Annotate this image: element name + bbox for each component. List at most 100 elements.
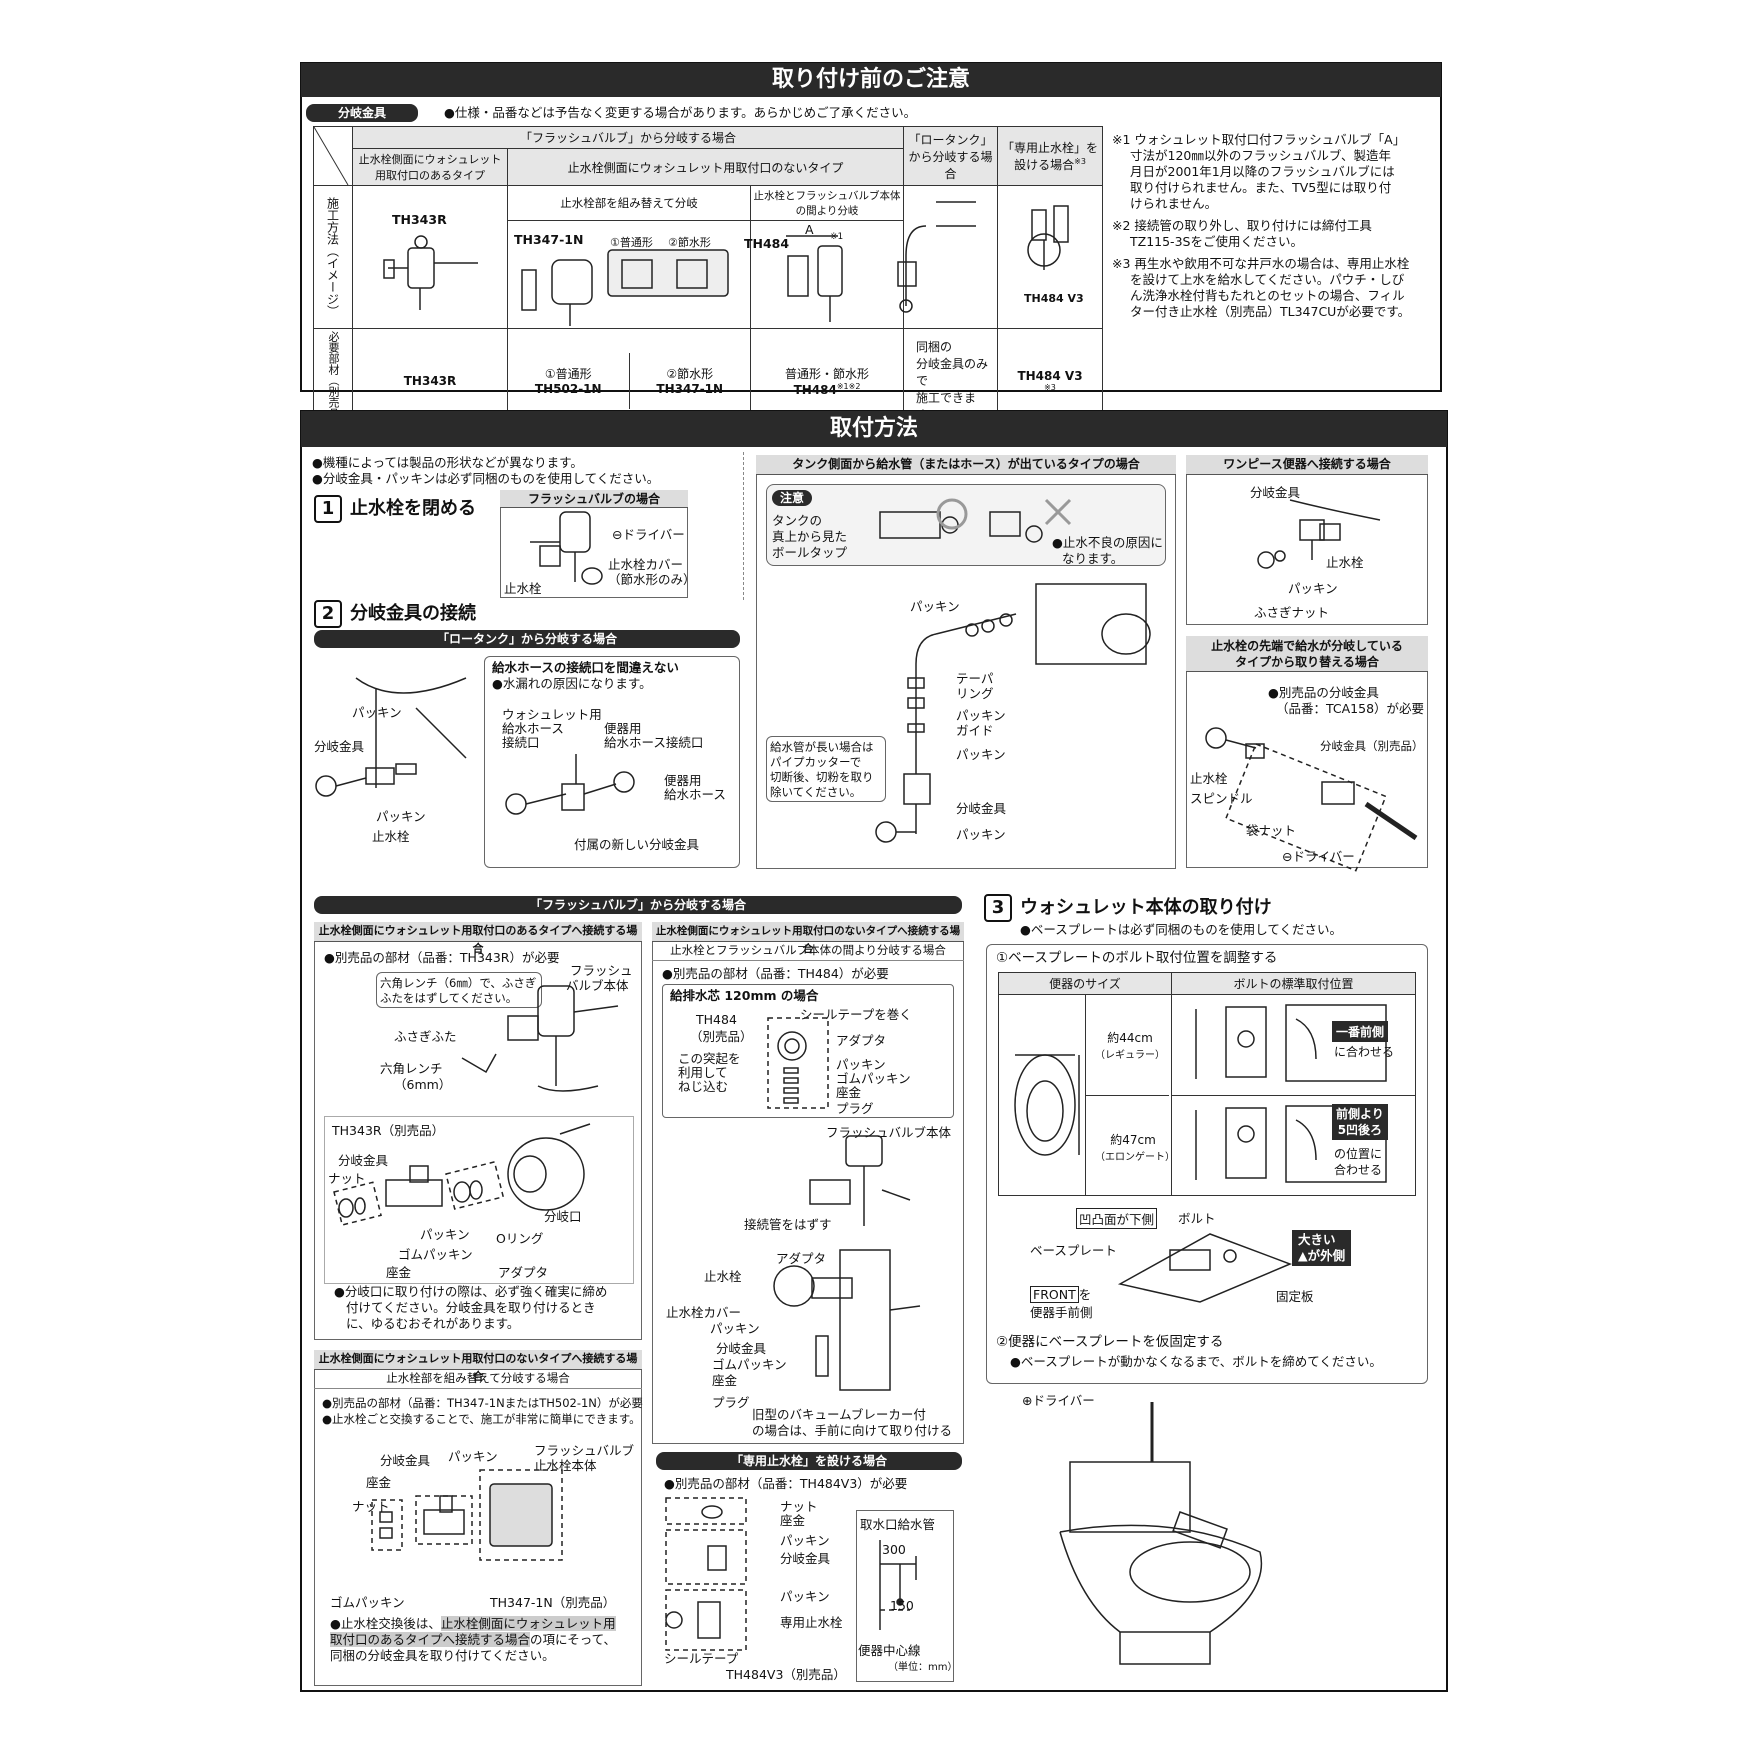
ded-note-1: ●別売品の部材（品番：TH484V3）が必要 [664,1476,908,1491]
b-old-1: 旧型のバキュームブレーカー付 [752,1407,926,1422]
hex-note-1: 六角レンチ（6㎜）で、ふさぎ [380,976,537,990]
tag-front-most: 一番前側 [1332,1021,1389,1043]
lt-packing-label: パッキン [352,705,402,720]
ts-guide-1: パッキン [956,708,1006,723]
long-pipe-3: 切断後、切粉を取り [770,770,874,784]
ded-packing-label: パッキン [780,1533,830,1548]
flush-valve-step1-illustration [530,511,603,585]
tip-bag-nut-label: 袋ナット [1246,823,1297,838]
th484-illustration [786,235,843,322]
th-between: 止水栓とフラッシュバルブ本体の間より分岐 [750,185,904,221]
toilet-size-cell: 約44cm（レギュラー） 約47cm（エロンゲート） [998,994,1175,1196]
tip-valve-label: 止水栓 [1190,771,1228,786]
step3-sub2: ②便器にベースプレートを仮固定する [996,1334,1224,1350]
fix-plate-label: 固定板 [1276,1289,1314,1304]
c-warn-3: 同梱の分岐金具を取り付けてください。 [330,1648,555,1663]
ts-taper-1: テーパ [956,671,994,686]
img-label-th484v3: TH484 V3 [1024,292,1084,305]
ded-packing2-label: パッキン [780,1589,830,1604]
toilet-hose-port-2: 給水ホース接続口 [604,735,704,750]
b-proj-2: 利用して [678,1065,728,1080]
tip-driver-label: ⊖ドライバー [1282,849,1355,864]
b-valve-label: 止水栓 [704,1269,742,1284]
b-plug2-label: プラグ [712,1395,750,1410]
c-warn-1: ●止水栓交換後は、止水栓側面にウォシュレット用 [330,1616,616,1631]
b-gum-label: ゴムパッキン [836,1071,911,1086]
size-regular: 約44cm（レギュラー） [1095,1031,1165,1062]
hose-warning-box [484,656,740,868]
step3-sub1: ①ベースプレートのボルト取付位置を調整する [996,950,1278,966]
precaution-footnotes: ※1 ウォシュレット取付口付フラッシュバルブ「A」寸法が120㎜以外のフラッシュ… [1112,132,1411,319]
caution-tag: 注意 [772,490,812,506]
long-pipe-1: 給水管が長い場合は [770,740,874,754]
row-construction-label: 施工方法（イメージ） [313,185,353,329]
long-pipe-4: 除いてください。 [770,785,862,799]
step1-box-title: フラッシュバルブの場合 [500,490,688,508]
toilet-illustration [1059,1402,1263,1665]
ws-hose-label-1: ウォシュレット用 [502,707,602,722]
b-pipe-label: 接続管をはずす [744,1217,832,1232]
intake-dimension-diagram [879,1540,917,1630]
a-oring-label: Oリング [496,1231,544,1246]
plus-driver-label: ⊕ドライバー [1022,1393,1095,1408]
img-label-th343r: TH343R [392,212,447,227]
tip-branch-panel [1186,636,1428,868]
op-valve-label: 止水栓 [1326,555,1364,570]
th-with-port: 止水栓側面にウォシュレット用取付口のあるタイプ [352,148,508,186]
b-adapter-label: アダプタ [836,1033,887,1048]
bolt-label: ボルト [1178,1211,1216,1226]
step1-cover-label: 止水栓カバー [608,557,684,572]
a-cap-label: ふさぎふた [394,1029,457,1044]
b-old-2: の場合は、手前に向けて取り付ける [752,1423,953,1438]
bolt-regular-cell: 一番前側 に合わせる [1171,994,1416,1096]
a-body-2: バルブ本体 [566,978,629,993]
front-sub-label: 便器手前側 [1030,1305,1093,1320]
toilet-hose-port-1: 便器用 [604,721,642,736]
toilet-seat-topview [1014,1054,1080,1156]
tip-branch-illustration [1205,727,1418,872]
dedicated-valve-exploded-illustration [665,1497,747,1651]
branch-port-illustration [507,1123,591,1211]
lt-packing2-label: パッキン [376,809,426,824]
tank-side-title: タンク側面から給水管（またはホース）が出ているタイプの場合 [756,455,1176,475]
op-branch-label: 分岐金具 [1250,485,1301,500]
hex-wrench-icon [461,1053,497,1074]
a-seat-label: 座金 [386,1265,412,1280]
b-seat-label: 座金 [836,1085,862,1100]
b-th484-1: TH484 [696,1012,737,1027]
intro-line-2: ●分岐金具・パッキンは必ず同梱のものを使用してください。 [312,471,660,486]
b-proj-3: ねじ込む [678,1079,729,1094]
big-outside-tag: 大きい▲が外側 [1292,1230,1352,1266]
caution-box [766,484,1166,566]
step1-cover-sub: （節水形のみ） [608,572,696,587]
b-seat2-label: 座金 [712,1373,738,1388]
a-body-1: フラッシュ [570,963,633,978]
th-bolt-position: ボルトの標準取付位置 [1171,971,1416,996]
a-port-label: 分岐口 [544,1209,582,1224]
b-adapter2-label: アダプタ [776,1251,827,1266]
tag-position: の位置に合わせる [1334,1146,1383,1177]
hex-note-2: ふたをはずしてください。 [380,991,518,1005]
b-proj-1: この突起を [678,1051,741,1066]
a-gum-label: ゴムパッキン [398,1247,473,1262]
a-th343r-label: TH343R（別売品） [332,1123,445,1138]
step3-note: ●ベースプレートは必ず同梱のものを使用してください。 [1020,922,1343,937]
lt-branch-label: 分岐金具 [314,739,365,754]
toilet-hose-2: 給水ホース [664,787,726,802]
ded-branch-label: 分岐金具 [780,1551,831,1566]
ts-branch-label: 分岐金具 [956,801,1007,816]
step3-sub2-note: ●ベースプレートが動かなくなるまで、ボルトを締めてください。 [1010,1354,1382,1369]
a-wrench-2: （6mm） [394,1077,452,1092]
c-fv-2: 止水栓本体 [534,1458,597,1473]
img-label-th484: TH484 [744,236,790,251]
a-warn-3: に、ゆるむおそれがあります。 [346,1316,520,1331]
ded-th484v3-label: TH484V3（別売品） [726,1667,846,1682]
flush-assembly-illustration [773,1249,921,1391]
a-warn-2: 付けてください。分岐金具を取り付けるとき [346,1300,596,1315]
a-warn-1: ●分岐口に取り付けの際は、必ず強く確実に締め [334,1284,608,1299]
hex-wrench-note [376,972,542,1008]
th343r-exploded-illustration [333,1160,505,1226]
